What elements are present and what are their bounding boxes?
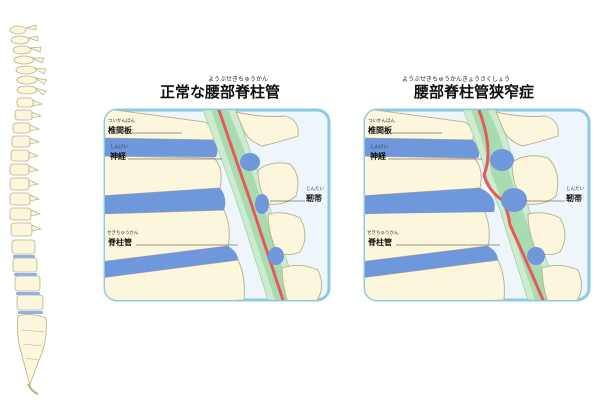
normal-canal-label: 脊柱管 bbox=[108, 238, 132, 247]
stenosis-canal-ruby: せきちゅうかん bbox=[367, 231, 399, 236]
cervical-vertebrae bbox=[9, 25, 38, 95]
sacrum bbox=[17, 314, 47, 387]
stenosis-nerve-label: 神経 bbox=[370, 152, 386, 161]
stenosis-leader-lines bbox=[388, 132, 565, 246]
normal-panel bbox=[103, 108, 331, 302]
thoracic-vertebrae bbox=[9, 97, 34, 237]
stenosis-ligament-ruby: じんたい bbox=[566, 187, 584, 192]
normal-nerve bbox=[217, 110, 285, 300]
stenosis-title: 腰部脊柱管狭窄症 bbox=[414, 83, 535, 101]
normal-title-ruby: ようぶせきちゅうかん bbox=[208, 76, 269, 83]
normal-ligaments bbox=[240, 153, 284, 265]
normal-title: 正常な腰部脊柱管 bbox=[160, 83, 281, 101]
coccyx bbox=[27, 383, 39, 395]
normal-posterior-elements bbox=[235, 111, 322, 300]
normal-intervertebral-discs bbox=[105, 138, 238, 278]
stenosis-title-ruby: ようぶせきちゅうかんきょうさくしょう bbox=[402, 76, 511, 83]
stenosis-intervertebral-discs bbox=[365, 138, 498, 278]
stenosis-canal-label: 脊柱管 bbox=[368, 238, 392, 247]
normal-nerve-ruby: しんけい bbox=[110, 145, 128, 150]
normal-vertebral-bodies bbox=[105, 110, 245, 300]
normal-ligament-label: 靭帯 bbox=[306, 194, 322, 203]
spine-illustration bbox=[9, 24, 48, 395]
normal-nerve-label: 神経 bbox=[110, 152, 126, 161]
normal-disc-label: 椎間板 bbox=[108, 126, 132, 135]
stenosis-panel bbox=[363, 108, 591, 302]
normal-leader-lines bbox=[128, 132, 305, 246]
lumbar-discs bbox=[13, 255, 43, 314]
stenosis-ligament-label: 靭帯 bbox=[566, 194, 582, 203]
stenosis-disc-label: 椎間板 bbox=[368, 126, 392, 135]
normal-ligament-ruby: じんたい bbox=[306, 187, 324, 192]
thoracic-processes bbox=[28, 99, 44, 232]
stenosis-nerve-ruby: しんけい bbox=[370, 145, 388, 150]
stenosis-thickened-ligaments bbox=[490, 149, 545, 265]
stenosis-disc-ruby: ついかんばん bbox=[368, 119, 395, 124]
normal-disc-ruby: ついかんばん bbox=[108, 119, 135, 124]
lumbar-vertebrae bbox=[11, 239, 44, 311]
spinous-processes bbox=[25, 24, 48, 96]
sacrum-lines bbox=[21, 329, 45, 361]
stenosis-posterior-elements bbox=[495, 111, 582, 300]
normal-canal-ruby: せきちゅうかん bbox=[107, 231, 139, 236]
